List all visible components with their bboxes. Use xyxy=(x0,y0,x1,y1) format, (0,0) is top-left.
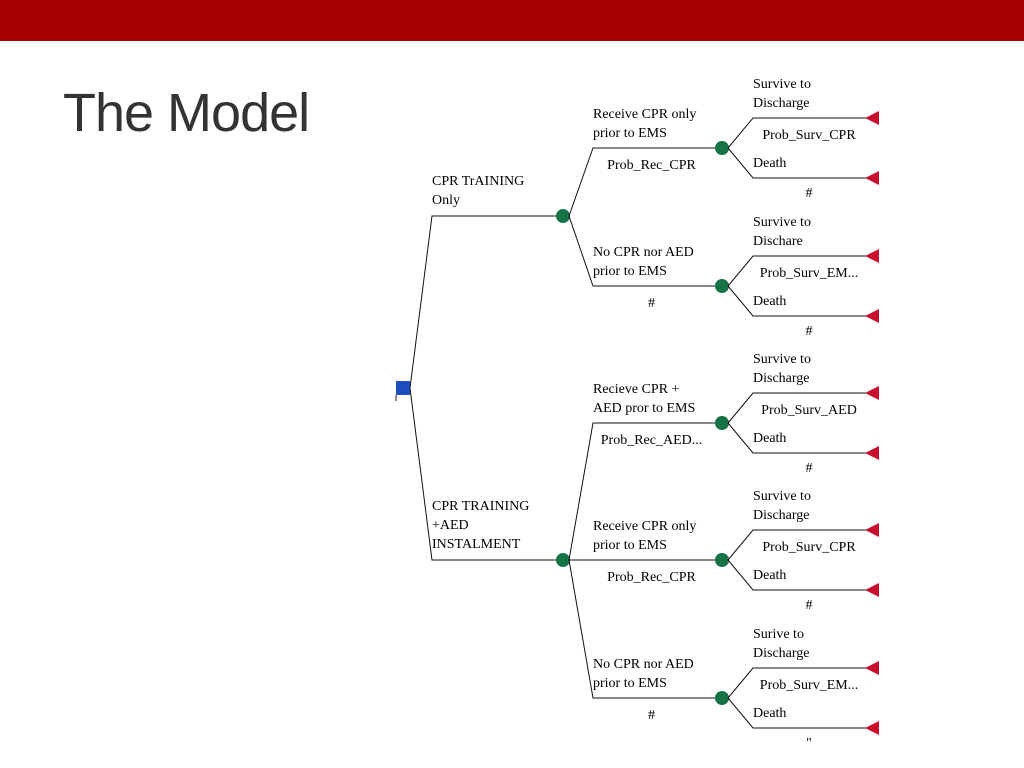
death-branch-line xyxy=(727,697,877,729)
death-label: Death xyxy=(753,568,786,583)
strategy-branch-line xyxy=(409,387,563,561)
event-label: prior to EMS xyxy=(593,126,667,141)
event-branch-line xyxy=(568,147,722,217)
death-label: Death xyxy=(753,706,786,721)
strategy-branch-line xyxy=(409,215,563,389)
survive-probability: Prob_Surv_CPR xyxy=(762,128,856,143)
strategy-label: CPR TrAINING xyxy=(432,174,524,189)
event-label: No CPR nor AED xyxy=(593,657,694,672)
survive-label: Discharge xyxy=(753,96,810,111)
event-label: No CPR nor AED xyxy=(593,245,694,260)
terminal-node xyxy=(865,721,879,735)
death-probability: # xyxy=(806,461,813,476)
decision-node xyxy=(396,381,410,395)
event-probability: # xyxy=(648,296,655,311)
event-probability: Prob_Rec_CPR xyxy=(607,570,696,585)
event-label: AED pror to EMS xyxy=(593,401,695,416)
survive-branch-line xyxy=(727,117,877,149)
event-label: Receive CPR only xyxy=(593,107,696,122)
survive-label: Surive to xyxy=(753,627,804,642)
survive-probability: Prob_Surv_EM... xyxy=(760,678,858,693)
survive-probability: Prob_Surv_EM... xyxy=(760,266,858,281)
chance-node xyxy=(715,416,729,430)
event-label: prior to EMS xyxy=(593,538,667,553)
event-branch-line xyxy=(568,559,722,699)
terminal-node xyxy=(865,309,879,323)
survive-label: Survive to xyxy=(753,352,811,367)
survive-branch-line xyxy=(727,667,877,699)
death-probability: # xyxy=(806,324,813,339)
chance-node xyxy=(715,279,729,293)
chance-node xyxy=(715,141,729,155)
terminal-node xyxy=(865,249,879,263)
event-probability: Prob_Rec_CPR xyxy=(607,158,696,173)
survive-probability: Prob_Surv_CPR xyxy=(762,540,856,555)
death-branch-line xyxy=(727,559,877,591)
death-probability: # xyxy=(806,186,813,201)
strategy-label: INSTALMENT xyxy=(432,537,521,552)
death-label: Death xyxy=(753,294,786,309)
event-label: Receive CPR only xyxy=(593,519,696,534)
terminal-node xyxy=(865,583,879,597)
survive-label: Survive to xyxy=(753,489,811,504)
death-branch-line xyxy=(727,147,877,179)
terminal-node xyxy=(865,386,879,400)
survive-label: Discharge xyxy=(753,371,810,386)
terminal-node xyxy=(865,171,879,185)
chance-node xyxy=(556,209,570,223)
chance-node xyxy=(556,553,570,567)
event-probability: # xyxy=(648,708,655,723)
death-branch-line xyxy=(727,422,877,454)
survive-label: Discharge xyxy=(753,508,810,523)
slide-title: The Model xyxy=(63,83,310,143)
terminal-node xyxy=(865,111,879,125)
terminal-node xyxy=(865,661,879,675)
death-branch-line xyxy=(727,285,877,317)
survive-branch-line xyxy=(727,255,877,287)
event-branch-line xyxy=(568,215,722,287)
strategy-label: +AED xyxy=(432,518,469,533)
survive-label: Survive to xyxy=(753,215,811,230)
event-label: prior to EMS xyxy=(593,676,667,691)
survive-label: Dischare xyxy=(753,234,803,249)
survive-branch-line xyxy=(727,392,877,424)
event-probability: Prob_Rec_AED... xyxy=(601,433,703,448)
survive-label: Discharge xyxy=(753,646,810,661)
event-label: Recieve CPR + xyxy=(593,382,680,397)
strategy-label: Only xyxy=(432,193,460,208)
death-label: Death xyxy=(753,431,786,446)
chance-node xyxy=(715,691,729,705)
survive-branch-line xyxy=(727,529,877,561)
strategy-label: CPR TRAINING xyxy=(432,499,529,514)
survive-probability: Prob_Surv_AED xyxy=(761,403,857,418)
survive-label: Survive to xyxy=(753,77,811,92)
death-probability: # xyxy=(806,598,813,613)
top-accent-bar xyxy=(0,0,1024,41)
event-label: prior to EMS xyxy=(593,264,667,279)
terminal-node xyxy=(865,446,879,460)
death-label: Death xyxy=(753,156,786,171)
event-branch-line xyxy=(568,422,722,561)
death-probability: " xyxy=(806,736,812,751)
terminal-node xyxy=(865,523,879,537)
chance-node xyxy=(715,553,729,567)
